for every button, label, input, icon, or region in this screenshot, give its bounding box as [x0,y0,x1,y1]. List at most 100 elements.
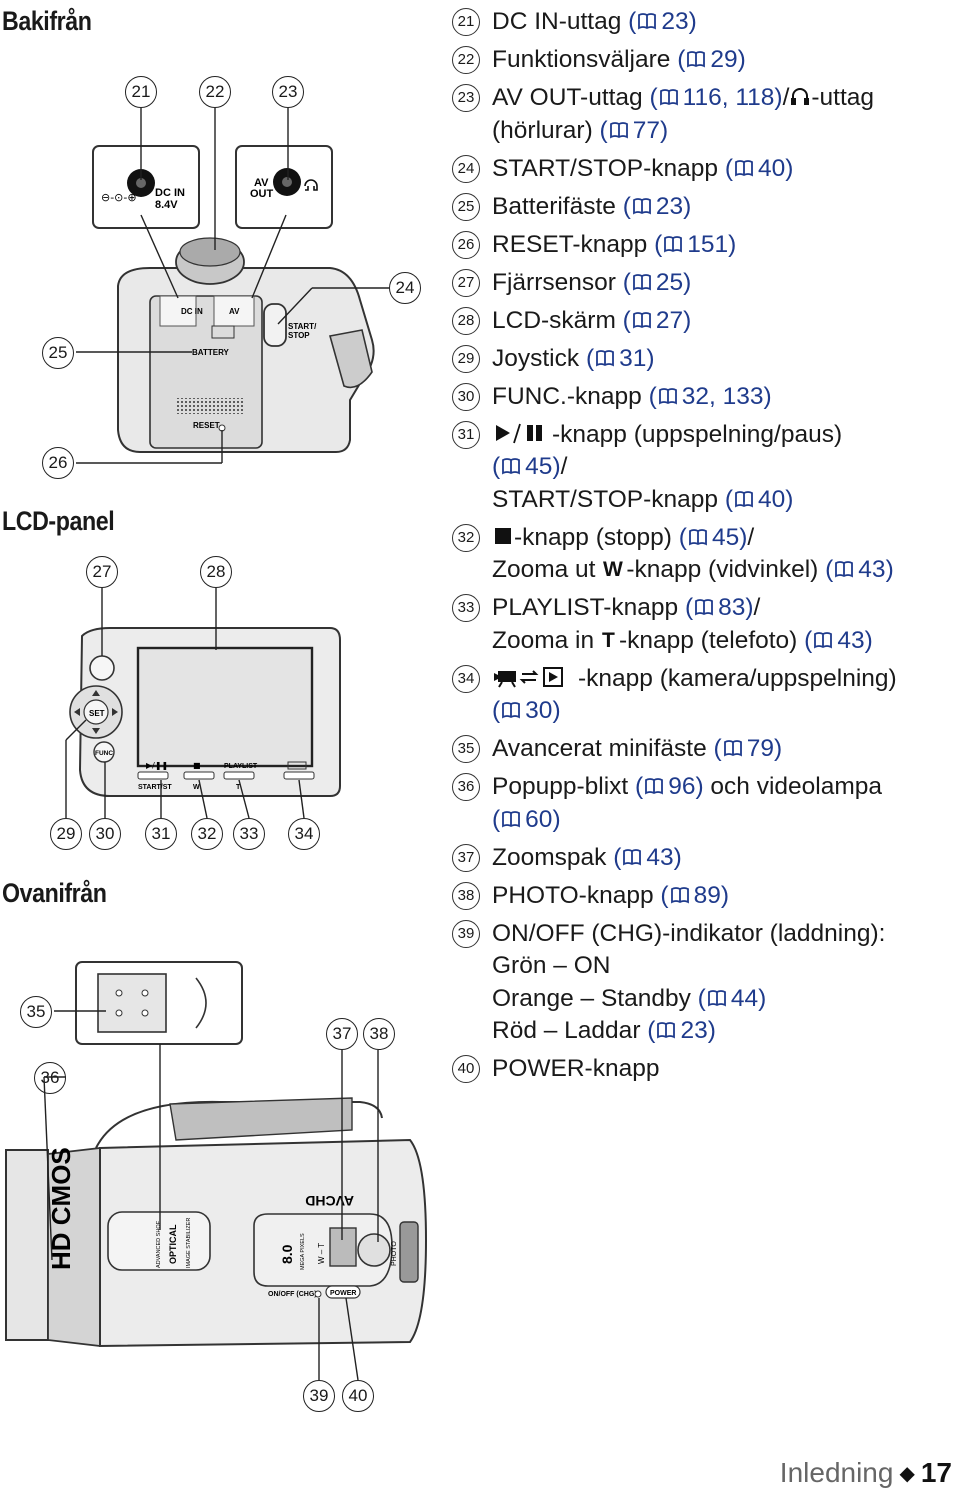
book-reference-icon [596,349,615,366]
page-reference: 60 [525,805,553,833]
part-text: -uttag [811,84,875,111]
callout-29: 29 [50,818,82,850]
page-reference: 43 [858,556,886,583]
paren: ( [622,192,631,220]
paren: ) [688,8,697,35]
part-number: 39 [452,919,480,948]
book-reference-icon [657,1022,676,1039]
part-description-line: Fjärrsensor (25) [492,267,952,300]
part-text: -knapp (telefoto) [618,626,805,654]
paren: ( [628,8,637,35]
paren: ( [654,230,663,258]
part-number: 22 [452,46,480,74]
paren: ( [492,453,501,480]
stop-label: ■ [193,761,201,770]
callout-23: 23 [272,76,304,108]
book-reference-icon [659,89,678,106]
stop-icon [495,527,511,544]
book-reference-icon [609,121,628,138]
page-reference: 45 [525,453,553,480]
callout-35: 35 [20,996,52,1028]
part-description-line: Zoomspak (43) [492,842,952,875]
callout-38: 38 [363,1018,395,1050]
part-description: -knapp (uppspelning/paus)(45)/START/STOP… [492,419,952,517]
part-text: POWER-knapp [492,1055,660,1082]
part-text: START/STOP-knapp [492,154,725,182]
zoom-label: W – T [317,1243,326,1264]
part-text: Batterifäste [492,192,623,220]
page-reference: 30 [525,697,553,724]
page-footer: Inledning◆17 [780,1457,952,1489]
part-description: START/STOP-knapp (40) [492,153,952,186]
part-text: Orange – Standby [492,984,698,1012]
paren: ) [646,344,655,372]
part-description: Joystick (31) [492,343,952,376]
page-reference: 151 [687,230,729,258]
book-reference-icon [687,51,706,68]
paren: ) [720,881,729,909]
battery-label: BATTERY [192,348,230,357]
paren: ( [622,306,631,334]
part-text: FUNC.-knapp [492,382,649,410]
power-label: POWER [330,1290,356,1297]
page-reference: 44 [730,984,759,1012]
paren: ) [659,116,669,144]
page-reference: 27 [655,306,684,334]
page-reference: 31 [619,344,647,372]
avchd-label: AVCHD [305,1193,354,1209]
paren: ( [660,881,669,909]
paren: ) [683,192,692,220]
paren: ) [673,843,682,871]
dc-in-jack-label: DC IN [155,187,185,199]
paren: ( [585,344,595,372]
part-number: 40 [452,1055,480,1083]
part-description-line: -knapp (stopp) (45)/ [492,522,952,555]
part-text: -knapp (kamera/uppspelning) [578,664,897,692]
reset-label: RESET [193,421,220,430]
page-reference: 43 [837,626,865,654]
paren: ( [492,697,501,724]
camera-playback-icon [494,666,563,688]
part-text: -knapp (stopp) [514,523,679,551]
page-reference: 29 [710,46,738,73]
part-description-line: -knapp (uppspelning/paus) [492,419,952,452]
page-reference: 116, 118 [682,84,775,111]
page-reference: 79 [746,735,774,762]
diamond-icon: ◆ [899,1463,915,1485]
part-description: -knapp (stopp) (45)/Zooma ut W-knapp (vi… [492,522,952,587]
part-description-line: Röd – Laddar (23) [492,1015,952,1048]
paren: ) [773,735,783,762]
paren: ) [737,46,746,73]
part-description-line: START/STOP-knapp (40) [492,484,952,517]
part-description-line: -knapp (kamera/uppspelning) [492,663,952,696]
paren: ( [492,805,501,833]
paren: ) [864,626,873,654]
part-description-line: PLAYLIST-knapp (83)/ [492,592,952,625]
paren: ( [724,154,734,182]
paren: ( [647,1017,656,1044]
part-number: 28 [452,306,480,335]
paren: ( [648,382,657,410]
part-description: FUNC.-knapp (32, 133) [492,381,952,414]
part-text: Röd – Laddar [492,1017,648,1044]
zoom-wide-icon: W [603,558,623,580]
callout-37: 37 [326,1018,358,1050]
part-description-line: Grön – ON [492,950,952,983]
part-description: PHOTO-knapp (89) [492,880,952,913]
top-view-diagram: HD CMOS OPTICAL IMAGE STABILIZER ADVANCE… [0,0,440,1440]
part-number: 30 [452,382,480,411]
paren: ( [613,843,622,871]
start-st-label: START/ST [138,784,172,791]
page-reference: 89 [693,881,721,909]
part-description: Fjärrsensor (25) [492,267,952,300]
paren: ( [804,626,813,654]
book-reference-icon [695,599,714,616]
